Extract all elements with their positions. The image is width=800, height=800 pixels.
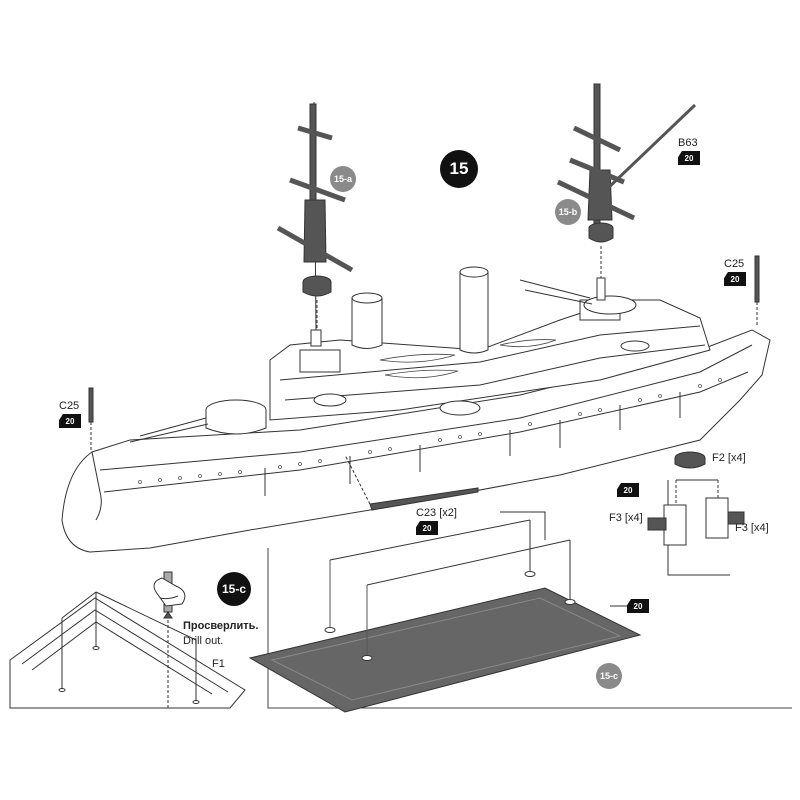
label-f1: F1 [212,658,225,670]
funnels [351,266,489,354]
frame-line [267,548,792,709]
substep-15c-bottom: 15-c [596,663,622,689]
badge-c23: 20 [416,521,438,535]
label-f3-left: F3 [x4] [609,512,643,524]
badge-c25-left: 20 [59,414,81,428]
deck-boats [379,339,557,379]
part-c23 [344,454,479,511]
substep-15a: 15-a [330,166,356,192]
label-b63: B63 [678,137,698,149]
rods-c25 [88,255,760,452]
drill-icon [153,571,186,619]
badge-b63: 20 [678,151,700,165]
label-c23: C23 [x2] [416,507,457,519]
badge-f2: 20 [617,483,639,497]
ship-hull [61,329,771,553]
mast-b [556,83,697,278]
label-f3-right: F3 [x4] [735,522,769,534]
stand-feet-assembly [647,451,745,576]
portholes [138,378,722,484]
label-f2: F2 [x4] [712,452,746,464]
badge-c25-right: 20 [724,272,746,286]
substep-15b: 15-b [555,199,581,225]
label-c25-left: C25 [59,400,80,412]
mast-a [276,101,354,331]
step-number: 15 [440,150,478,188]
turrets [129,279,650,443]
instruction-en: Drill out. [183,635,224,647]
substep-15c-top: 15-c [217,572,251,606]
label-c25-right: C25 [724,258,745,270]
display-stand [248,511,642,713]
instruction-ru: Просверлить. [183,620,259,632]
badge-stand: 20 [627,599,649,613]
stand-detail-15c [9,591,246,710]
